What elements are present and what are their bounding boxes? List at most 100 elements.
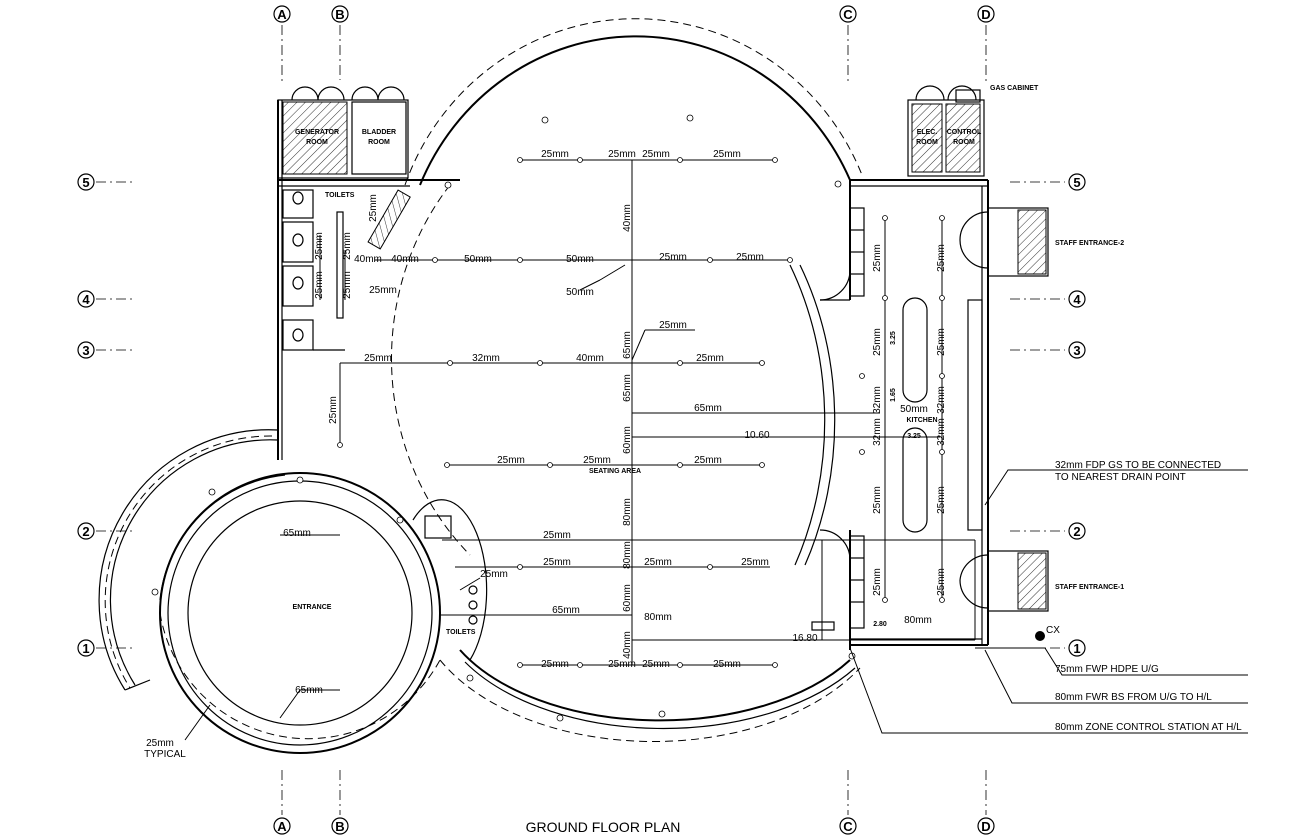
staff-entrance-2-label: STAFF ENTRANCE-2 xyxy=(1055,240,1124,247)
grid-bubble-3-right: 3 xyxy=(1068,341,1086,359)
outlet-dots xyxy=(151,114,945,722)
svg-text:25mm: 25mm xyxy=(328,396,339,424)
svg-text:B: B xyxy=(335,819,344,834)
svg-text:TYPICAL: TYPICAL xyxy=(144,749,186,760)
control-room-label: CONTROL xyxy=(947,129,982,136)
svg-text:50mm: 50mm xyxy=(464,254,492,265)
svg-text:25mm: 25mm xyxy=(696,353,724,364)
svg-text:A: A xyxy=(277,819,287,834)
svg-text:25mm: 25mm xyxy=(872,244,883,272)
svg-text:25mm: 25mm xyxy=(642,659,670,670)
svg-text:B: B xyxy=(335,7,344,22)
drain-note-line1: 32mm FDP GS TO BE CONNECTED xyxy=(1055,460,1221,471)
elec-room-label-2: ROOM xyxy=(916,139,938,146)
svg-text:25mm: 25mm xyxy=(342,271,353,299)
pipe-size-labels: 25mm 25mm 25mm 25mm 40mm 40mm 50mm 50mm … xyxy=(144,149,947,760)
svg-text:25mm: 25mm xyxy=(368,194,379,222)
svg-text:25mm: 25mm xyxy=(342,232,353,260)
svg-text:80mm: 80mm xyxy=(644,612,672,623)
svg-text:25mm: 25mm xyxy=(713,149,741,160)
grid-bubble-c-top: C xyxy=(839,5,857,23)
svg-text:25mm: 25mm xyxy=(314,271,325,299)
svg-text:4: 4 xyxy=(82,292,90,307)
svg-text:D: D xyxy=(981,7,990,22)
cx-valve-icon xyxy=(1035,631,1045,641)
svg-text:40mm: 40mm xyxy=(576,353,604,364)
toilets-top-label: TOILETS xyxy=(325,192,355,199)
svg-text:50mm: 50mm xyxy=(566,287,594,298)
svg-text:25mm: 25mm xyxy=(872,486,883,514)
svg-text:3.25: 3.25 xyxy=(890,331,897,345)
svg-text:50mm: 50mm xyxy=(900,404,928,415)
svg-text:65mm: 65mm xyxy=(622,331,633,359)
svg-text:32mm: 32mm xyxy=(936,386,947,414)
cx-label: CX xyxy=(1046,625,1060,636)
building-walls xyxy=(98,18,1049,754)
svg-text:32mm: 32mm xyxy=(936,418,947,446)
entrance-label: ENTRANCE xyxy=(293,604,332,611)
svg-text:65mm: 65mm xyxy=(552,605,580,616)
svg-text:1: 1 xyxy=(82,641,89,656)
grid-bubble-a-bottom: A xyxy=(273,817,291,835)
svg-text:40mm: 40mm xyxy=(354,254,382,265)
svg-text:65mm: 65mm xyxy=(694,403,722,414)
svg-text:D: D xyxy=(981,819,990,834)
svg-text:25mm: 25mm xyxy=(644,557,672,568)
svg-text:25mm: 25mm xyxy=(872,328,883,356)
grid-bubble-1-right: 1 xyxy=(1068,639,1086,657)
svg-text:5: 5 xyxy=(82,175,89,190)
svg-text:65mm: 65mm xyxy=(283,528,311,539)
svg-text:2.80: 2.80 xyxy=(873,621,887,628)
svg-text:25mm: 25mm xyxy=(543,557,571,568)
svg-text:25mm: 25mm xyxy=(741,557,769,568)
control-room-label-2: ROOM xyxy=(953,139,975,146)
svg-text:32mm: 32mm xyxy=(872,386,883,414)
toilets-bottom-label: TOILETS xyxy=(446,629,476,636)
svg-text:2: 2 xyxy=(82,524,89,539)
svg-text:25mm: 25mm xyxy=(541,659,569,670)
grid-bubble-d-top: D xyxy=(977,5,995,23)
grid-bubble-b-top: B xyxy=(331,5,349,23)
svg-text:25mm: 25mm xyxy=(364,353,392,364)
svg-text:C: C xyxy=(843,7,853,22)
grid-bubble-2-left: 2 xyxy=(77,522,95,540)
svg-text:50mm: 50mm xyxy=(566,254,594,265)
svg-text:25mm: 25mm xyxy=(936,568,947,596)
zone-control-note: 80mm ZONE CONTROL STATION AT H/L xyxy=(1055,722,1242,733)
svg-text:25mm: 25mm xyxy=(480,569,508,580)
svg-text:A: A xyxy=(277,7,287,22)
svg-text:25mm: 25mm xyxy=(659,252,687,263)
svg-text:5: 5 xyxy=(1073,175,1080,190)
svg-text:25mm: 25mm xyxy=(608,149,636,160)
svg-text:25mm: 25mm xyxy=(936,486,947,514)
generator-room-label: GENERATOR xyxy=(295,129,339,136)
svg-text:60mm: 60mm xyxy=(622,584,633,612)
svg-text:1: 1 xyxy=(1073,641,1080,656)
svg-text:65mm: 65mm xyxy=(622,374,633,402)
bladder-room-label: BLADDER xyxy=(362,129,396,136)
svg-text:80mm: 80mm xyxy=(622,541,633,569)
grid-bubble-d-bottom: D xyxy=(977,817,995,835)
svg-text:25mm: 25mm xyxy=(694,455,722,466)
svg-text:65mm: 65mm xyxy=(295,685,323,696)
svg-text:10.60: 10.60 xyxy=(744,430,769,441)
svg-text:32mm: 32mm xyxy=(872,418,883,446)
grid-bubble-c-bottom: C xyxy=(839,817,857,835)
svg-text:25mm: 25mm xyxy=(872,568,883,596)
grid-bubble-b-bottom: B xyxy=(331,817,349,835)
svg-text:25mm: 25mm xyxy=(369,285,397,296)
svg-text:25mm: 25mm xyxy=(713,659,741,670)
staff-entrance-1-label: STAFF ENTRANCE-1 xyxy=(1055,584,1124,591)
svg-text:60mm: 60mm xyxy=(622,426,633,454)
svg-text:25mm: 25mm xyxy=(497,455,525,466)
fwr-note: 80mm FWR BS FROM U/G TO H/L xyxy=(1055,692,1212,703)
svg-text:25mm: 25mm xyxy=(314,232,325,260)
svg-text:4: 4 xyxy=(1073,292,1081,307)
svg-text:32mm: 32mm xyxy=(472,353,500,364)
grid-bubble-4-right: 4 xyxy=(1068,290,1086,308)
svg-text:2: 2 xyxy=(1073,524,1080,539)
grid-bubble-2-right: 2 xyxy=(1068,522,1086,540)
svg-text:25mm: 25mm xyxy=(146,738,174,749)
svg-text:40mm: 40mm xyxy=(391,254,419,265)
grid-bubble-5-left: 5 xyxy=(77,173,95,191)
